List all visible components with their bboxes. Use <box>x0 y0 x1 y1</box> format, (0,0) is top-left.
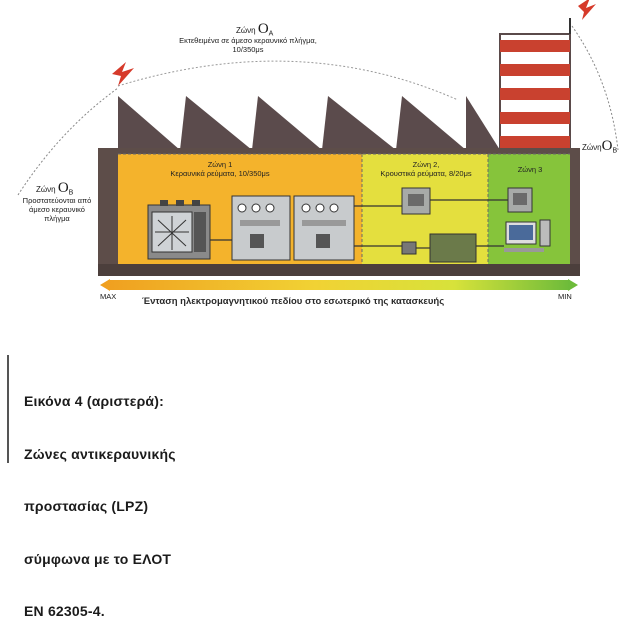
zone-1-label: Ζώνη 1 Κεραυνικά ρεύματα, 10/350μs <box>170 160 270 178</box>
scale-arrow-right <box>568 279 578 291</box>
zone-3-panel <box>507 187 533 213</box>
zone-3-label: Ζώνη 3 <box>517 165 543 174</box>
zone-0a-arc <box>117 60 459 101</box>
zone-2-device <box>401 233 477 263</box>
scale-max-label: MAX <box>100 292 117 301</box>
figure-caption: Εικόνα 4 (αριστερά): Ζώνες αντικεραυνική… <box>24 393 176 619</box>
floor <box>98 264 580 276</box>
zone-0b-left-arc <box>17 87 119 196</box>
diagram-canvas <box>17 0 619 291</box>
lpz-diagram: Ζώνη OA Εκτεθειμένα σε άμεσο κεραυνικό π… <box>7 0 619 619</box>
switchgear-cabinet-1 <box>231 195 291 261</box>
scale-min-label: MIN <box>558 292 572 301</box>
zone-0b-left-description: Προστατεύονται από άμεσο κεραυνικό πλήγμ… <box>22 196 92 223</box>
zone-0a-description: Εκτεθειμένα σε άμεσο κεραυνικό πλήγμα, 1… <box>179 36 317 54</box>
intensity-scale-bar <box>108 280 570 290</box>
computer-icon <box>504 219 551 252</box>
zone-2-label: Ζώνη 2, Κρουστικά ρεύματα, 8/20μs <box>380 160 472 178</box>
scale-arrow-left <box>100 279 110 291</box>
zone-0b-right-arc <box>571 25 619 151</box>
scale-caption: Ένταση ηλεκτρομαγνητικού πεδίου στο εσωτ… <box>142 296 445 307</box>
chimney <box>499 18 571 155</box>
cables <box>210 199 508 249</box>
zone-0a-label: Ζώνη OA <box>236 21 274 38</box>
zone-0b-right-label: ΖώνηOB <box>582 138 618 155</box>
lightning-bolt-left-icon <box>112 62 134 86</box>
lightning-bolt-right-icon <box>578 0 596 20</box>
switchgear-cabinet-2 <box>293 195 355 261</box>
transformer <box>147 200 211 260</box>
zone-0b-left-label: Ζώνη OB <box>36 180 74 197</box>
factory-roof <box>118 96 500 150</box>
zone-2-panel <box>401 187 431 215</box>
caption-divider <box>7 355 9 463</box>
